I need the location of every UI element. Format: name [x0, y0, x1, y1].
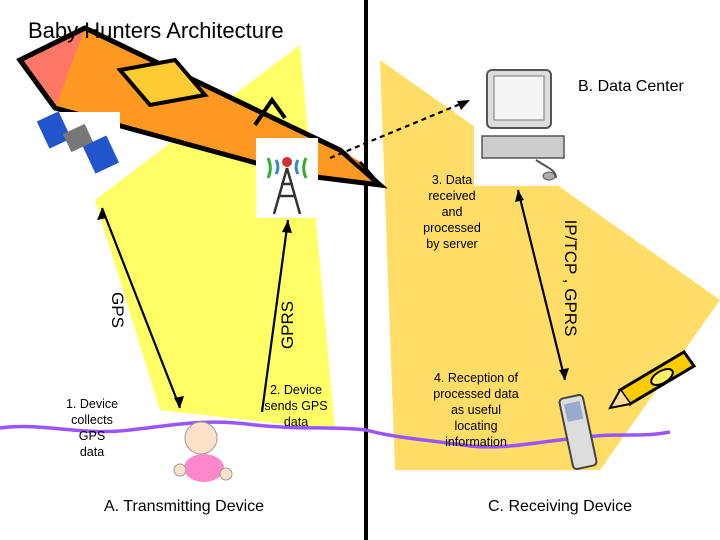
ip-tcp-gprs-label: IP/TCP , GPRS: [561, 219, 580, 337]
transmitting-device-label: A. Transmitting Device: [104, 498, 265, 515]
background-right-shape: [380, 60, 720, 470]
step2-text: 2. Device sends GPS data: [264, 383, 328, 429]
gps-arrowhead-top: [97, 208, 107, 220]
gps-arrow: [100, 207, 182, 409]
ip-tcp-arrow: [516, 189, 567, 381]
baby-icon: [173, 421, 233, 482]
gprs-label: GPRS: [278, 300, 297, 350]
data-center-label: B. Data Center: [578, 78, 684, 95]
ip-tcp-arrowhead-bottom: [559, 368, 569, 380]
antenna-icon: [256, 138, 318, 218]
cellphone-icon: [558, 394, 598, 470]
gps-arrowhead-bottom: [174, 396, 184, 408]
page-title: Baby Hunters Architecture: [28, 18, 284, 43]
datacenter-link-arrow: [329, 98, 471, 160]
step1-text: 1. Device collects GPS data: [65, 397, 119, 459]
receiving-device-label: C. Receiving Device: [488, 498, 633, 515]
step4-text: 4. Reception of processed data as useful…: [433, 371, 519, 449]
gprs-arrowhead: [282, 220, 292, 233]
computer-icon: [474, 62, 574, 186]
datacenter-arrowhead: [457, 100, 470, 110]
pencil-icon: [608, 350, 697, 410]
right-wave: [365, 428, 671, 449]
gprs-arrow: [260, 219, 290, 413]
gps-label: GPS: [108, 292, 127, 328]
left-wave: [0, 420, 367, 434]
satellite-icon: [36, 111, 120, 176]
ip-tcp-arrowhead-top: [515, 190, 524, 202]
step3-text: 3. Data received and processed by server: [423, 173, 481, 251]
